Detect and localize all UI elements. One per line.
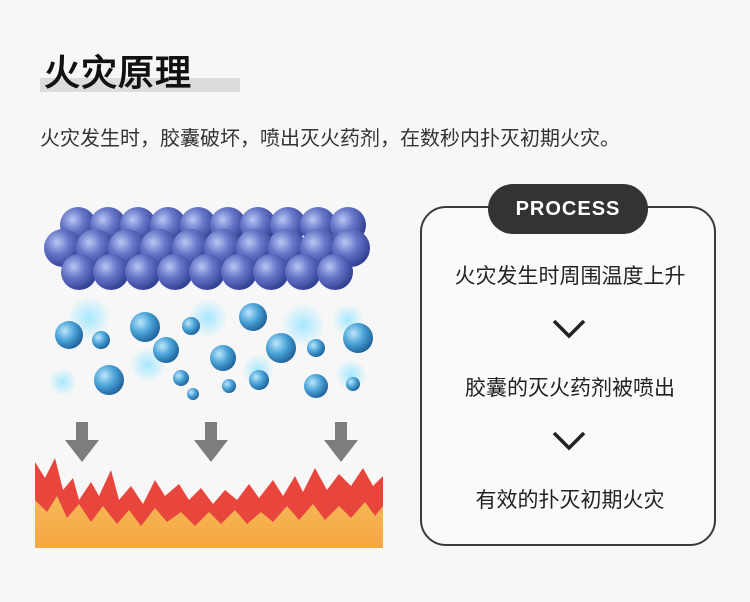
down-arrow-icon (194, 422, 228, 462)
fire-principle-illustration (33, 200, 393, 555)
process-badge: PROCESS (488, 184, 648, 234)
flames (35, 458, 383, 548)
down-arrow-icon (324, 422, 358, 462)
page-title: 火灾原理 (44, 53, 193, 94)
process-step-2: 胶囊的灭火药剂被喷出 (465, 376, 675, 400)
process-step-1: 火灾发生时周围温度上升 (454, 264, 686, 288)
illustration-svg (35, 207, 383, 548)
agent-droplets (49, 296, 373, 400)
title-block: 火灾原理 (40, 44, 240, 96)
process-panel (420, 206, 716, 546)
title-underline (40, 78, 240, 92)
description-text: 火灾发生时，胶囊破坏，喷出灭火药剂，在数秒内扑灭初期火灾。 (40, 126, 620, 150)
chevron-down-icon (552, 319, 586, 339)
process-step-3: 有效的扑灭初期火灾 (475, 488, 665, 512)
capsule-layer (44, 207, 370, 290)
down-arrow-icon (65, 422, 99, 462)
chevron-down-icon (552, 431, 586, 451)
down-arrows (65, 422, 358, 462)
